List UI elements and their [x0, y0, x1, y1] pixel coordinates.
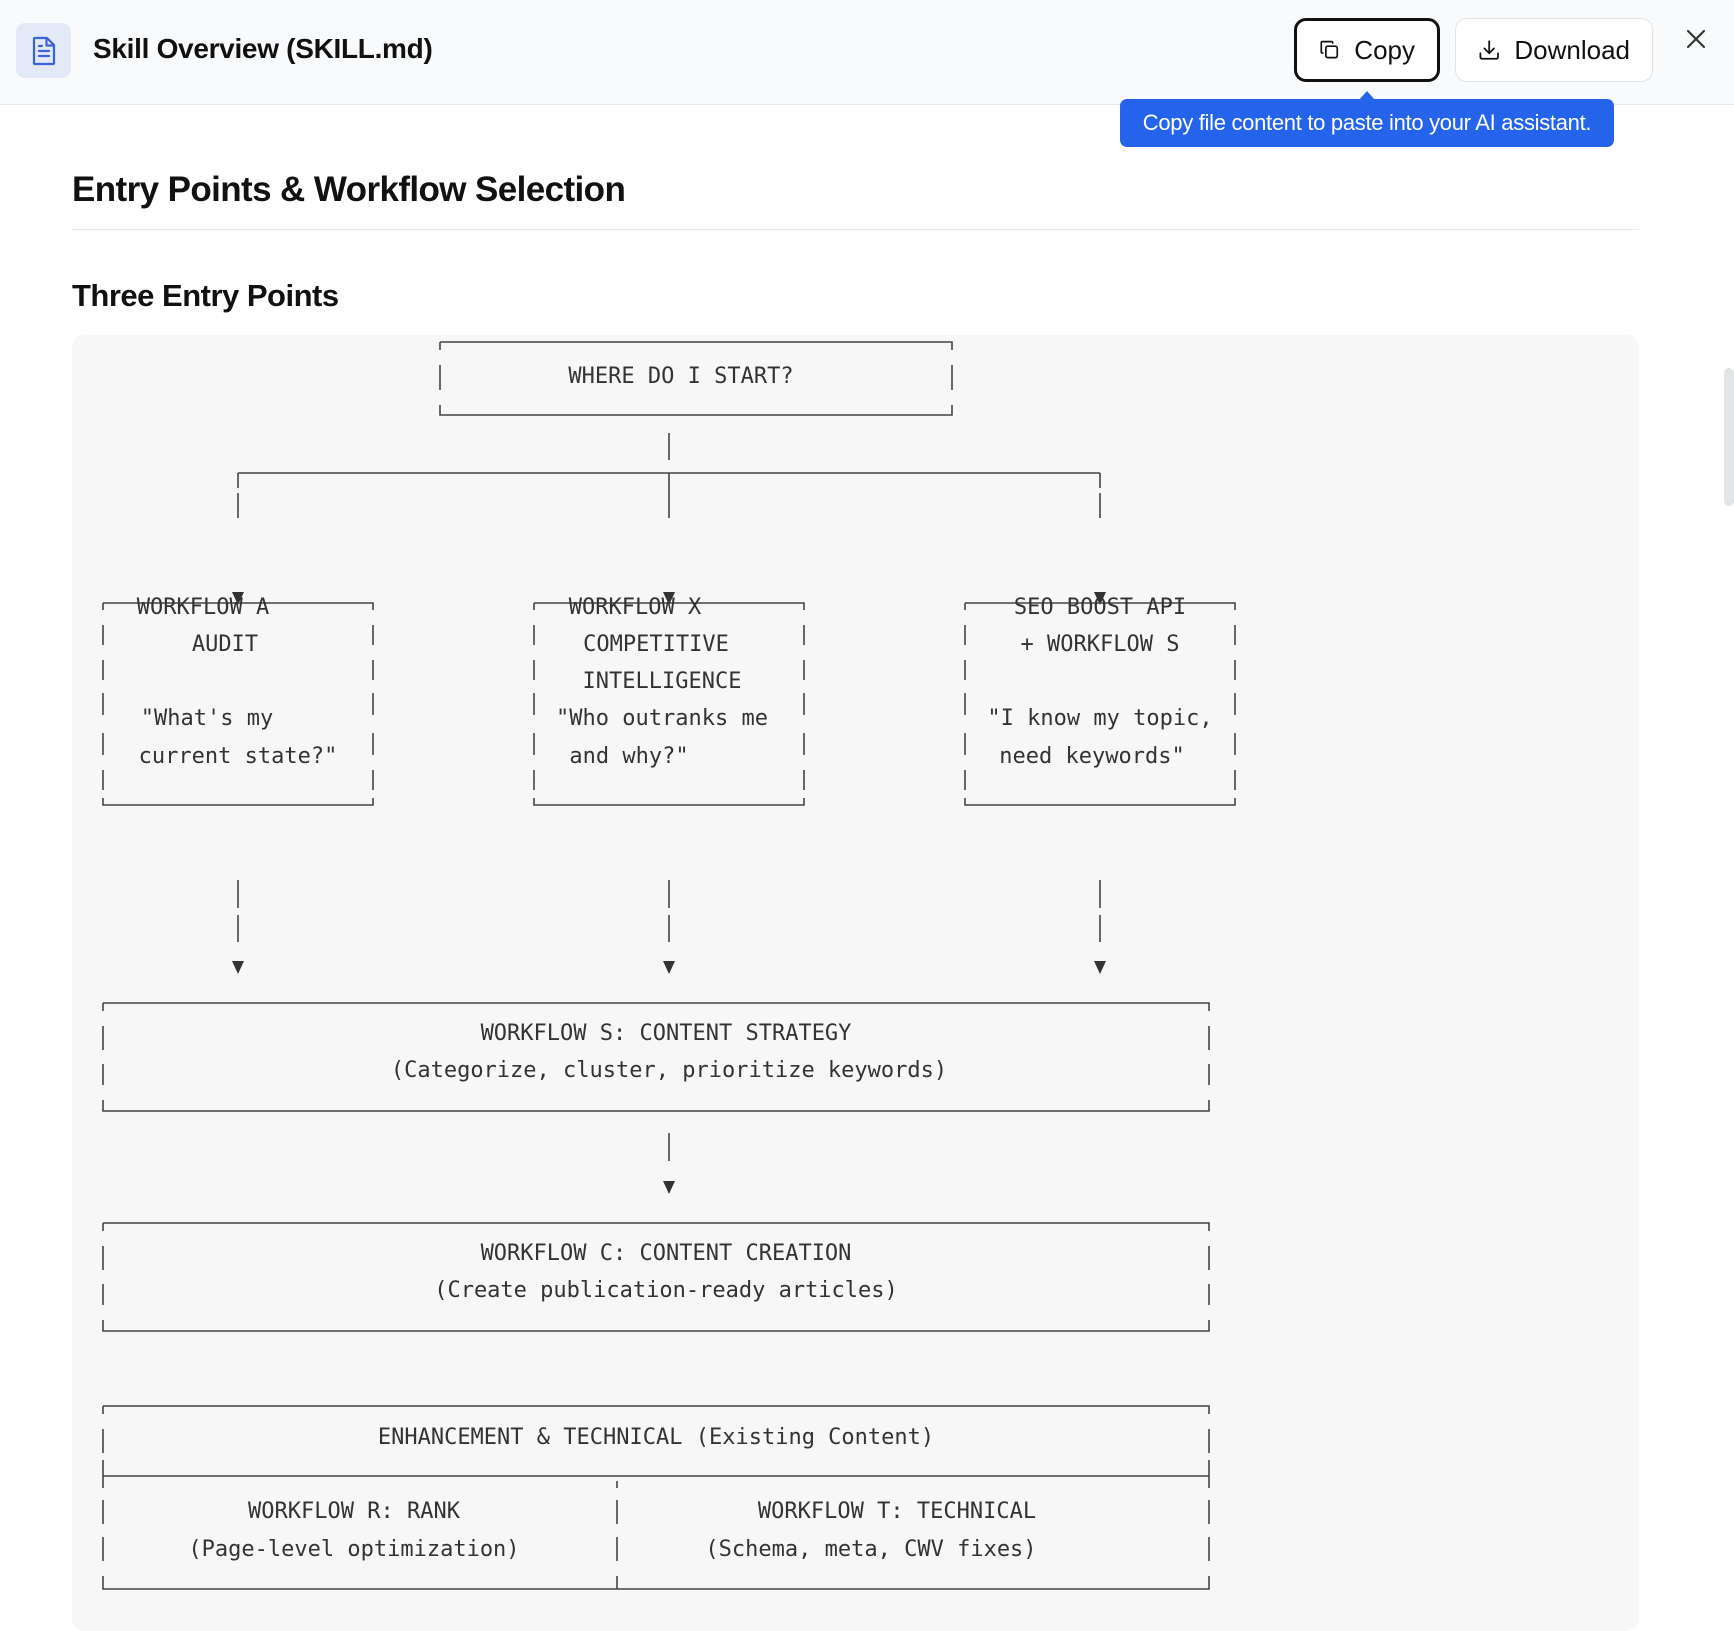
copy-button-label: Copy [1354, 34, 1415, 65]
download-button[interactable]: Download [1455, 18, 1653, 82]
workflow-s-box: WORKFLOW S: CONTENT STRATEGY (Categorize… [102, 1002, 1210, 1112]
workflow-x-quote-1: "Who outranks me [556, 706, 768, 731]
copy-tooltip: Copy file content to paste into your AI … [1120, 99, 1614, 147]
workflow-s-title: WORKFLOW S: CONTENT STRATEGY [481, 1021, 852, 1046]
workflow-a-box: WORKFLOW A AUDIT "What's my current stat… [102, 595, 374, 806]
download-icon [1479, 40, 1499, 60]
workflow-s-description: (Categorize, cluster, prioritize keyword… [391, 1058, 947, 1083]
arrow-down-icon [663, 1181, 675, 1194]
modal-header: Skill Overview (SKILL.md) Copy Download [0, 0, 1734, 105]
seo-boost-subtitle: + WORKFLOW S [1021, 632, 1180, 657]
arrow-down-icon [232, 592, 244, 605]
heading-divider [72, 229, 1639, 230]
arrow-down-icon [663, 961, 675, 974]
subsection-heading: Three Entry Points [72, 278, 339, 313]
workflow-a-title: WORKFLOW A [137, 595, 269, 620]
strategy-connectors [232, 880, 1106, 974]
copy-icon [1320, 40, 1339, 59]
arrow-down-icon [1094, 592, 1106, 605]
workflow-a-subtitle: AUDIT [192, 632, 258, 657]
enhancement-title: ENHANCEMENT & TECHNICAL (Existing Conten… [378, 1425, 934, 1450]
arrow-down-icon [663, 592, 675, 605]
seo-boost-quote-2: need keywords" [999, 744, 1184, 769]
document-icon [16, 23, 71, 78]
workflow-a-quote-2: current state?" [139, 744, 338, 769]
modal-title: Skill Overview (SKILL.md) [93, 33, 433, 64]
workflow-c-box: WORKFLOW C: CONTENT CREATION (Create pub… [102, 1222, 1210, 1332]
start-box: WHERE DO I START? [439, 341, 953, 416]
scrollbar-thumb[interactable] [1724, 368, 1734, 506]
workflow-a-quote-1: "What's my [141, 706, 273, 731]
tooltip-arrow [1359, 91, 1375, 100]
workflow-c-description: (Create publication-ready articles) [434, 1278, 898, 1303]
branch-connectors [232, 433, 1106, 605]
copy-button[interactable]: Copy [1294, 18, 1440, 82]
seo-boost-box: SEO BOOST API + WORKFLOW S "I know my to… [964, 595, 1236, 806]
seo-boost-quote-1: "I know my topic, [987, 706, 1212, 731]
workflow-r-title: WORKFLOW R: RANK [248, 1499, 461, 1524]
close-button[interactable] [1681, 24, 1711, 54]
arrow-down-icon [1094, 961, 1106, 974]
seo-boost-title: SEO BOOST API [1014, 595, 1186, 620]
scrollbar-track[interactable] [1718, 104, 1734, 1631]
workflow-c-title: WORKFLOW C: CONTENT CREATION [481, 1241, 852, 1266]
arrow-down-icon [232, 961, 244, 974]
workflow-r-description: (Page-level optimization) [188, 1537, 519, 1562]
workflow-x-subtitle-1: COMPETITIVE [583, 632, 729, 657]
workflow-t-title: WORKFLOW T: TECHNICAL [758, 1499, 1036, 1524]
workflow-diagram: WHERE DO I START? WORKFLOW A AUDIT "What… [102, 341, 1236, 1590]
workflow-x-quote-2: and why?" [569, 744, 688, 769]
download-button-label: Download [1514, 34, 1630, 65]
workflow-x-subtitle-2: INTELLIGENCE [583, 669, 742, 694]
close-icon [1686, 29, 1706, 49]
workflow-t-description: (Schema, meta, CWV fixes) [705, 1537, 1036, 1562]
start-box-label: WHERE DO I START? [568, 364, 793, 389]
enhancement-box: ENHANCEMENT & TECHNICAL (Existing Conten… [102, 1405, 1210, 1590]
workflow-x-title: WORKFLOW X [569, 595, 702, 620]
section-heading: Entry Points & Workflow Selection [72, 170, 626, 209]
creation-connector [663, 1133, 675, 1194]
workflow-x-box: WORKFLOW X COMPETITIVE INTELLIGENCE "Who… [533, 595, 805, 806]
code-block: WHERE DO I START? WORKFLOW A AUDIT "What… [72, 335, 1639, 1631]
